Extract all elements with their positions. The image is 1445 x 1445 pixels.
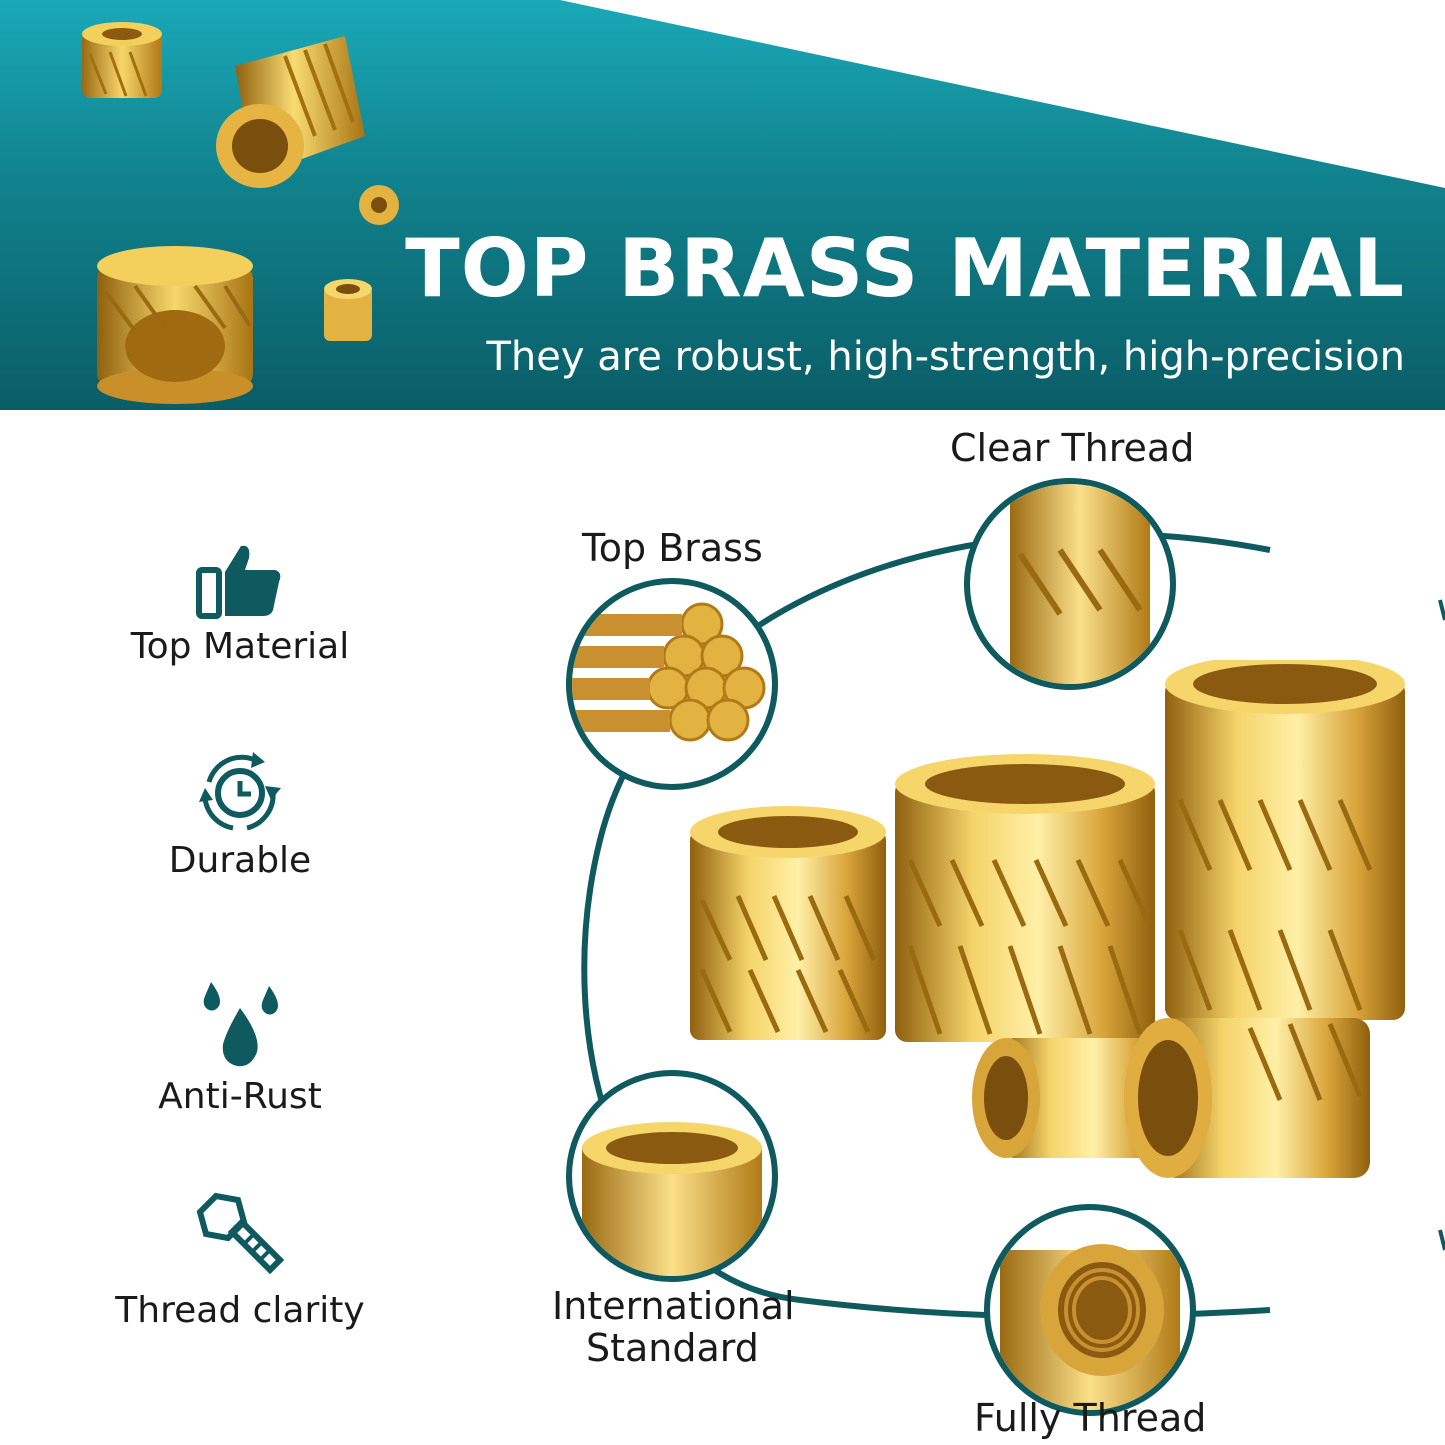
- small-insert: [690, 806, 886, 1040]
- callout-label-international: International: [552, 1284, 795, 1328]
- water-drops-icon: [203, 982, 278, 1067]
- callout-label-fully-thread: Fully Thread: [974, 1396, 1207, 1440]
- banner-diagonal-cut: [560, 0, 1445, 188]
- brass-inserts-group: [690, 660, 1405, 1178]
- callout-label-top-brass: Top Brass: [582, 526, 763, 570]
- callout-circle-clear-thread: [964, 478, 1176, 690]
- bolt-icon: [196, 1192, 285, 1275]
- callout-label-standard: Standard: [586, 1326, 759, 1370]
- fully-thread-detail: [1000, 1244, 1180, 1410]
- clear-thread-detail: [1010, 484, 1150, 684]
- brass-rods-detail: [572, 602, 766, 742]
- feature-label: Top Material: [130, 626, 350, 667]
- feature-anti-rust: Anti-Rust: [60, 978, 420, 1117]
- page-subtitle: They are robust, high-strength, high-pre…: [486, 334, 1405, 380]
- callout-circle-top-brass: [566, 578, 778, 790]
- header-banner: TOP BRASS MATERIAL They are robust, high…: [0, 0, 1445, 410]
- feature-label: Anti-Rust: [158, 1076, 322, 1117]
- callout-circle-international-standard: [566, 1070, 778, 1282]
- floating-insert-2: [216, 36, 365, 188]
- feature-durable: Durable: [60, 752, 420, 881]
- feature-label: Durable: [168, 840, 312, 881]
- clock-cycle-icon: [199, 752, 281, 831]
- feature-top-material: Top Material: [60, 540, 420, 667]
- floating-insert-1: [82, 22, 162, 98]
- page-title: TOP BRASS MATERIAL: [405, 222, 1405, 315]
- callout-circle-fully-thread: [984, 1204, 1196, 1416]
- lying-insert-right: [1124, 1018, 1370, 1178]
- floating-insert-3: [359, 185, 399, 225]
- callout-label-clear-thread: Clear Thread: [950, 426, 1195, 470]
- large-insert: [1165, 660, 1405, 1020]
- floating-insert-4: [97, 246, 253, 404]
- floating-insert-5: [324, 279, 372, 341]
- feature-thread-clarity: Thread clarity: [60, 1192, 420, 1331]
- feature-label: Thread clarity: [115, 1290, 365, 1331]
- thumbs-up-icon: [196, 545, 281, 619]
- material-diagram: Clear Thread Top Brass: [540, 420, 1445, 1445]
- insert-rim-detail: [582, 1122, 762, 1276]
- medium-insert: [895, 754, 1155, 1042]
